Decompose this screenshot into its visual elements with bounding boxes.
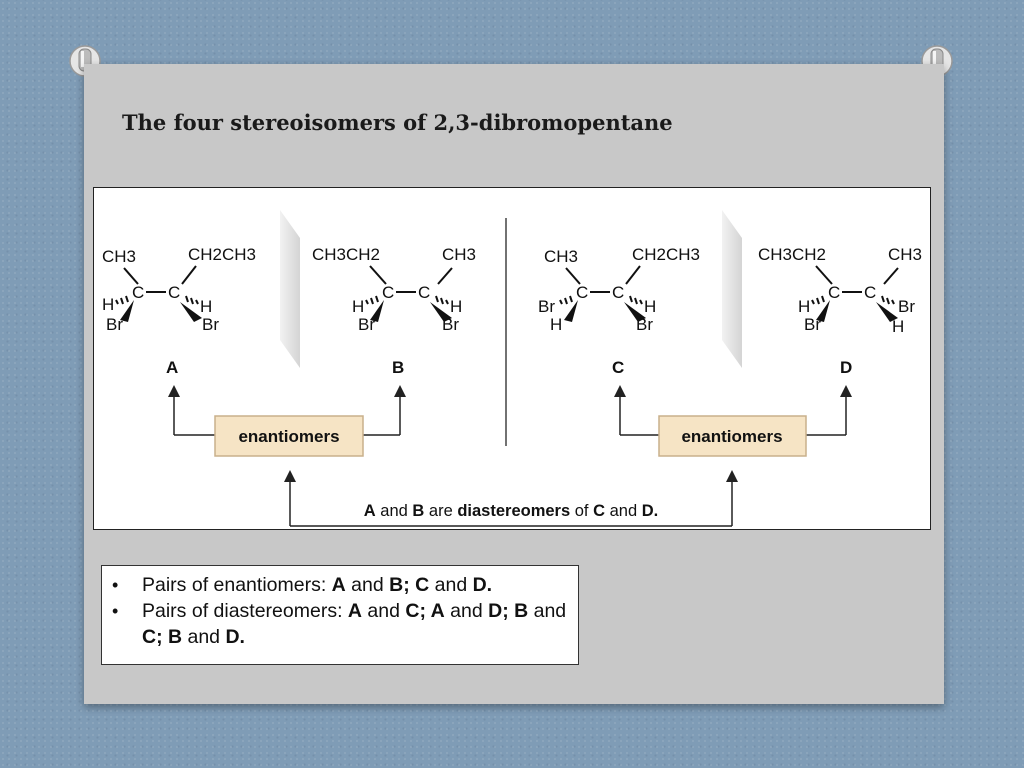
- right-wedge-atom: H: [892, 317, 904, 336]
- bullet-pairs: A and B; C and D.: [331, 574, 493, 596]
- molecule-a: CH3 CH2CH3 C C H Br H Br: [102, 245, 256, 334]
- stereoisomer-diagram: CH3 CH2CH3 C C H Br H Br A CH3CH2 CH3: [102, 210, 922, 527]
- left-hash-atom: H: [102, 295, 114, 314]
- molecule-label-c: C: [612, 358, 624, 377]
- enantiomers-label-left: enantiomers: [238, 427, 339, 446]
- stereoisomer-figure: CH3 CH2CH3 C C H Br H Br A CH3CH2 CH3: [93, 187, 931, 530]
- left-group: CH3CH2: [312, 245, 380, 264]
- right-group: CH2CH3: [632, 245, 700, 264]
- left-hash-atom: H: [798, 297, 810, 316]
- enantiomers-box-right: [658, 415, 807, 457]
- carbon-atom: C: [418, 283, 430, 302]
- bullet-diastereomers: • Pairs of diastereomers: A and C; A and…: [112, 598, 570, 650]
- molecule-label-d: D: [840, 358, 852, 377]
- bullet-dot-icon: •: [112, 601, 119, 621]
- molecule-d: CH3CH2 CH3 C C H Br Br H: [758, 245, 922, 336]
- enantiomer-connector-cd: [614, 385, 852, 436]
- right-group: CH2CH3: [188, 245, 256, 264]
- right-hash-atom: H: [200, 297, 212, 316]
- right-group: CH3: [442, 245, 476, 264]
- carbon-atom: C: [168, 283, 180, 302]
- left-wedge-atom: Br: [804, 315, 821, 334]
- right-wedge-atom: Br: [202, 315, 219, 334]
- carbon-atom: C: [864, 283, 876, 302]
- left-group: CH3CH2: [758, 245, 826, 264]
- right-hash-atom: Br: [898, 297, 915, 316]
- bullet-prefix: Pairs of diastereomers:: [142, 600, 348, 622]
- left-hash-atom: Br: [538, 297, 555, 316]
- enantiomers-box-left: [214, 415, 364, 457]
- diastereomers-note: A and B are diastereomers of C and D.: [364, 502, 658, 520]
- bullet-pairs: A and C; A and D; B and C; B and D.: [142, 600, 567, 648]
- right-group: CH3: [888, 245, 922, 264]
- carbon-atom: C: [576, 283, 588, 302]
- right-wedge-atom: Br: [442, 315, 459, 334]
- carbon-atom: C: [132, 283, 144, 302]
- left-group: CH3: [102, 247, 136, 266]
- slide-title: The four stereoisomers of 2,3-dibromopen…: [122, 110, 673, 135]
- right-wedge-atom: Br: [636, 315, 653, 334]
- molecule-c: CH3 CH2CH3 C C Br H H Br: [538, 245, 700, 334]
- left-wedge-atom: Br: [106, 315, 123, 334]
- carbon-atom: C: [382, 283, 394, 302]
- carbon-atom: C: [828, 283, 840, 302]
- molecule-label-a: A: [166, 358, 178, 377]
- right-hash-atom: H: [450, 297, 462, 316]
- molecule-label-b: B: [392, 358, 404, 377]
- summary-bullets: • Pairs of enantiomers: A and B; C and D…: [101, 565, 579, 665]
- mirror-plane-ab: [280, 210, 300, 368]
- bullet-prefix: Pairs of enantiomers:: [142, 574, 332, 596]
- left-hash-atom: H: [352, 297, 364, 316]
- carbon-atom: C: [612, 283, 624, 302]
- diastereomer-connector: [284, 470, 738, 527]
- right-hash-atom: H: [644, 297, 656, 316]
- molecule-b: CH3CH2 CH3 C C H Br H Br: [312, 245, 476, 334]
- mirror-plane-cd: [722, 210, 742, 368]
- left-wedge-atom: H: [550, 315, 562, 334]
- bullet-enantiomers: • Pairs of enantiomers: A and B; C and D…: [112, 572, 570, 598]
- enantiomer-connector-ab: [168, 385, 406, 436]
- pushpin-icon-right: [921, 45, 953, 77]
- enantiomers-label-right: enantiomers: [681, 427, 782, 446]
- bullet-dot-icon: •: [112, 575, 119, 595]
- left-group: CH3: [544, 247, 578, 266]
- left-wedge-atom: Br: [358, 315, 375, 334]
